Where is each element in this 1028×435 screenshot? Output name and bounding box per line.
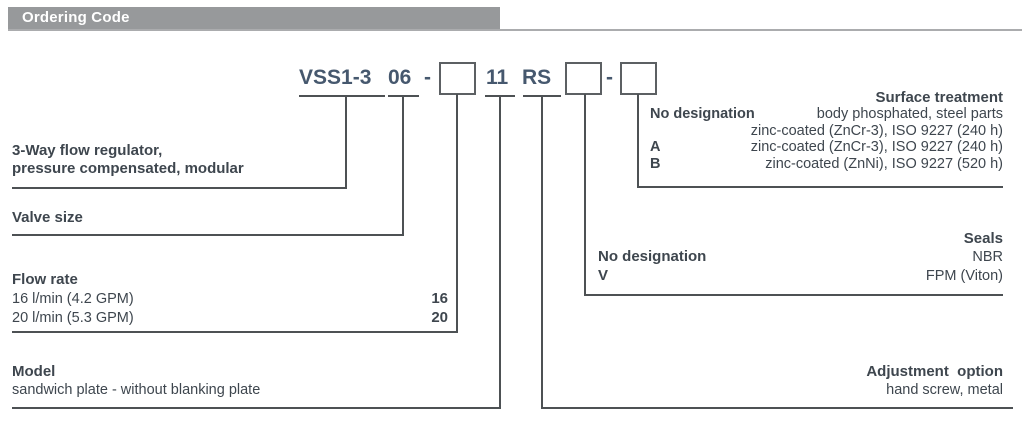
- adjustment-block: Adjustment option hand screw, metal: [650, 362, 1003, 399]
- connector-model: [499, 96, 501, 409]
- code-adjustment: RS: [522, 66, 552, 89]
- regulator-label: 3-Way flow regulator, pressure compensat…: [12, 142, 244, 178]
- seals-block: Seals No designation NBR V FPM (Viton): [598, 229, 1003, 285]
- surface-desc: zinc-coated (ZnCr-3), ISO 9227 (240 h): [750, 122, 1003, 139]
- label-line-flow-rate: [12, 331, 458, 333]
- model-block: Model sandwich plate - without blanking …: [12, 362, 260, 399]
- code-size: 06: [388, 66, 412, 89]
- code-box-surface-treatment: [620, 62, 657, 95]
- flow-rate-row: 16 l/min (4.2 GPM) 16: [12, 290, 448, 309]
- underline-series: [299, 95, 385, 97]
- surface-treatment-block: Surface treatment No designation body ph…: [650, 89, 1003, 172]
- surface-treatment-row: zinc-coated (ZnCr-3), ISO 9227 (240 h): [650, 123, 1003, 139]
- label-line-seals: [584, 294, 1003, 296]
- surface-code: B: [650, 155, 661, 172]
- seals-desc: NBR: [972, 249, 1003, 265]
- valve-size-title: Valve size: [12, 209, 83, 226]
- seals-row: V FPM (Viton): [598, 267, 1003, 286]
- label-line-adjustment: [541, 407, 1013, 409]
- connector-size: [402, 96, 404, 236]
- flow-rate-block: Flow rate 16 l/min (4.2 GPM) 16 20 l/min…: [12, 270, 448, 327]
- code-dash-1: -: [424, 66, 431, 89]
- seals-code: V: [598, 266, 609, 284]
- regulator-line2: pressure compensated, modular: [12, 160, 244, 177]
- surface-treatment-row: B zinc-coated (ZnNi), ISO 9227 (520 h): [650, 156, 1003, 172]
- label-line-valve-size: [12, 234, 404, 236]
- surface-treatment-row: No designation body phosphated, steel pa…: [650, 106, 1003, 122]
- surface-treatment-title: Surface treatment: [875, 89, 1003, 106]
- connector-seals: [584, 94, 586, 296]
- flow-rate-code: 16: [431, 290, 448, 307]
- seals-row: No designation NBR: [598, 248, 1003, 267]
- code-box-seals: [565, 62, 602, 95]
- flow-rate-row: 20 l/min (5.3 GPM) 20: [12, 309, 448, 328]
- connector-series: [345, 96, 347, 189]
- flow-rate-label: 16 l/min (4.2 GPM): [12, 291, 134, 307]
- surface-desc: zinc-coated (ZnNi), ISO 9227 (520 h): [765, 155, 1003, 172]
- surface-code: No designation: [650, 106, 755, 123]
- code-model: 11: [486, 66, 509, 89]
- code-dash-2: -: [606, 66, 613, 89]
- seals-title: Seals: [963, 230, 1003, 247]
- valve-size-label: Valve size: [12, 209, 83, 226]
- code-box-flow-rate: [439, 62, 476, 95]
- section-title: Ordering Code: [22, 9, 130, 26]
- seals-desc: FPM (Viton): [925, 267, 1003, 284]
- adjustment-title: Adjustment option: [866, 363, 1003, 380]
- connector-adjustment: [541, 96, 543, 409]
- flow-rate-label: 20 l/min (5.3 GPM): [12, 309, 134, 326]
- adjustment-desc: hand screw, metal: [886, 382, 1003, 398]
- connector-flow-rate: [456, 94, 458, 333]
- seals-code: No designation: [598, 248, 707, 265]
- model-desc: sandwich plate - without blanking plate: [12, 382, 261, 398]
- flow-rate-code: 20: [431, 308, 448, 326]
- surface-desc: zinc-coated (ZnCr-3), ISO 9227 (240 h): [750, 139, 1003, 156]
- connector-surface-treatment: [637, 94, 639, 188]
- code-series: VSS1-3: [299, 66, 372, 89]
- label-line-regulator: [12, 187, 347, 189]
- flow-rate-title: Flow rate: [12, 271, 78, 288]
- label-line-surface-treatment: [637, 186, 1003, 188]
- model-title: Model: [12, 363, 56, 380]
- header-rule: [8, 29, 1022, 31]
- label-line-model: [12, 407, 501, 409]
- surface-code: A: [650, 139, 661, 156]
- section-header-bar: Ordering Code: [8, 7, 500, 29]
- surface-desc: body phosphated, steel parts: [816, 106, 1003, 123]
- regulator-line1: 3-Way flow regulator,: [12, 142, 163, 159]
- surface-treatment-row: A zinc-coated (ZnCr-3), ISO 9227 (240 h): [650, 139, 1003, 155]
